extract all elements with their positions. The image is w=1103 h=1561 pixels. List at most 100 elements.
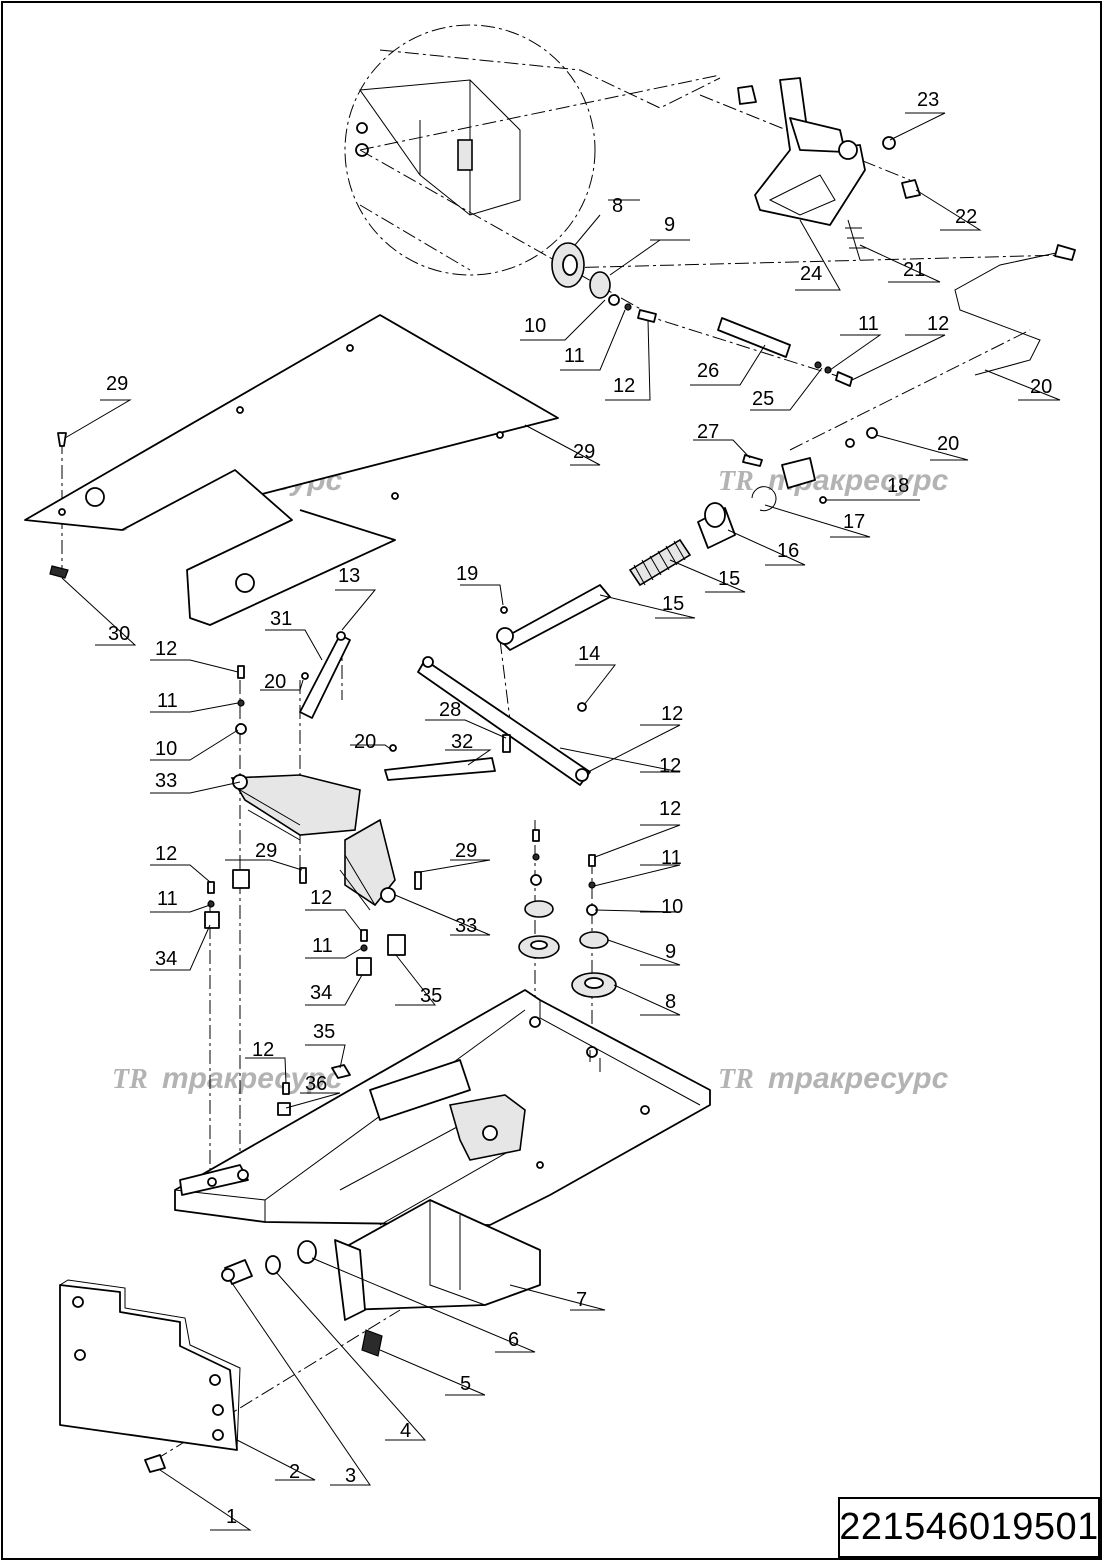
callout-20-top: 18 [887,475,909,497]
link-33-right [384,757,496,781]
callout-33-right: 32 [451,731,473,753]
callout-12-stack: 12 [155,638,177,660]
callout-19: 17 [843,511,865,533]
spacer-left [232,869,250,889]
bush-35-left [204,911,220,929]
link-33-left [299,634,351,719]
callout-6: 6 [508,1329,519,1351]
floor-plate-30-lower [121,469,396,626]
washer-11-lower-left [207,900,215,908]
watermark-middle-left: TR тракресурс [112,1062,343,1095]
callout-20-rod: 19 [456,563,478,585]
bush-35-center [356,957,372,976]
washer-15-left [336,631,346,641]
bolt-3-head [221,1268,235,1282]
callout-12-frame: 12 [252,1039,274,1061]
washer-20-mid [389,744,397,752]
plate-hole-6 [391,492,399,500]
callout-10-stack: 10 [155,738,177,760]
callout-35-center: 34 [310,982,332,1004]
bush-top [737,85,757,105]
cover-plate-2 [59,1279,241,1451]
svg-text:тракресурс: тракресурс [162,1062,343,1095]
bolt-29-right [414,871,422,890]
bush-37 [387,934,406,956]
plate-hole-7 [58,508,66,516]
callout-22: 20 [1030,376,1052,398]
fork-head [781,457,816,489]
washer-27 [814,361,822,369]
screw-1 [144,1454,166,1473]
callout-18: 16 [777,540,799,562]
bearing-9-top [589,271,611,299]
callout-11-center: 11 [312,935,333,957]
callout-34-right: 33 [455,915,477,937]
callout-14: 12 [661,703,683,725]
drawing-number-box: 221546019501 [838,1497,1100,1558]
plate-hole [85,487,105,507]
washer-10-stack [235,723,247,735]
callout-29-right: 29 [455,840,477,862]
clip-5 [361,1329,383,1357]
callout-37: 35 [420,985,442,1007]
callout-29-left: 29 [255,840,277,862]
callout-31: 29 [106,373,128,395]
callout-10-top: 10 [524,315,546,337]
bolt-12-top [637,309,657,323]
main-frame-7 [174,989,711,1321]
bush-24 [901,179,921,199]
callout-11-right: 11 [858,313,879,335]
washer-20-rod [500,606,508,614]
callout-1: 1 [226,1506,237,1528]
callout-29-top: 27 [697,421,719,443]
spring-17 [628,538,692,587]
nut-21-a [845,438,855,448]
callout-17: 15 [718,568,740,590]
callout-36: 35 [313,1021,335,1043]
washer-20-top [819,496,827,504]
bolt-12-frame [282,1082,290,1095]
callout-26: 24 [800,263,822,285]
drawing-number: 221546019501 [839,1506,1099,1548]
bush-18-face [704,502,726,528]
bolt-12-stack [237,665,245,679]
spring-23 [845,219,866,261]
callout-20-mid: 20 [354,731,376,753]
link-bar-13 [417,659,591,786]
rod-16 [499,584,611,651]
plate-hole-4 [236,406,244,414]
callout-30: 29 [573,441,595,463]
callout-15-left: 13 [338,565,360,587]
washer-11-top [624,303,632,311]
callout-27: 25 [752,388,774,410]
callout-32: 30 [108,623,130,645]
plate-hole-2 [235,573,255,593]
svg-text:TR: TR [718,1064,754,1095]
callout-12-right: 12 [927,313,949,335]
callout-11-lower-left: 11 [157,888,178,910]
callout-7: 7 [576,1289,587,1311]
bolt-12-center [360,929,368,942]
bolt-12-lower-left [207,881,215,894]
callout-33-left: 31 [270,608,292,630]
callout-10-right-lower: 10 [661,896,683,918]
callout-11-top: 11 [564,345,585,367]
callout-29-mid: 28 [439,699,461,721]
callout-12-right-lower: 12 [659,798,681,820]
svg-text:TR: TR [718,466,754,497]
bolt-29-top [742,454,763,467]
plate-hole-3 [346,344,354,352]
floor-plate-30 [24,314,559,531]
washer-6 [297,1240,317,1264]
cable-22 [954,249,1071,376]
callout-12-top: 12 [613,375,635,397]
pulley-8-top-hole [562,254,578,276]
callout-15-right: 14 [578,643,600,665]
callout-13: 12 [659,755,681,777]
nut-38 [277,1102,291,1116]
nut-21-b [866,427,878,439]
rod-16-end [496,627,514,645]
callout-38: 36 [305,1073,327,1095]
clip-32 [49,565,69,579]
